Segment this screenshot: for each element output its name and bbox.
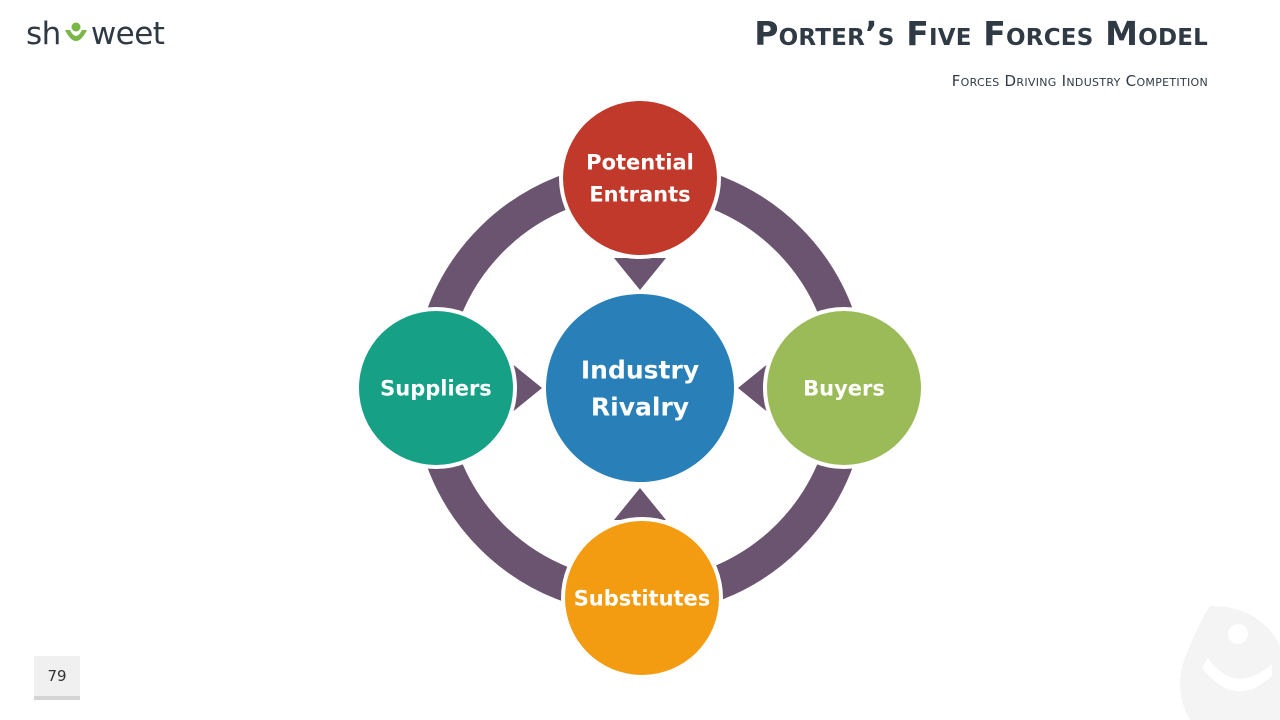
node-potential-entrants-label-line: Potential bbox=[586, 151, 694, 175]
logo-text-prefix: sh bbox=[26, 16, 61, 52]
logo-text-suffix: weet bbox=[90, 16, 165, 52]
arrow-top-to-center-icon bbox=[614, 248, 666, 290]
node-suppliers-label-line: Suppliers bbox=[380, 377, 492, 401]
node-buyers-circle bbox=[767, 311, 921, 465]
showeet-logo[interactable]: sh weet bbox=[26, 14, 165, 54]
center-node-industry-rivalry-circle bbox=[546, 294, 734, 482]
center-node-industry-rivalry-label-line: Industry bbox=[581, 356, 699, 385]
center-node-industry-rivalry-label-line: Rivalry bbox=[591, 393, 689, 422]
node-suppliers-circle bbox=[359, 311, 513, 465]
page-subtitle: Forces Driving Industry Competition bbox=[951, 72, 1208, 90]
node-potential-entrants-circle bbox=[563, 101, 717, 255]
showeet-watermark-icon bbox=[1180, 606, 1280, 720]
page-title: Porter’s Five Forces Model bbox=[754, 14, 1208, 53]
node-substitutes-label-line: Substitutes bbox=[574, 587, 711, 611]
showeet-logo-mark-icon bbox=[64, 22, 87, 41]
node-buyers-label-line: Buyers bbox=[803, 377, 885, 401]
node-substitutes-circle bbox=[565, 521, 719, 675]
node-suppliers[interactable]: Suppliers bbox=[355, 307, 517, 469]
page-number: 79 bbox=[34, 656, 80, 700]
node-buyers[interactable]: Buyers bbox=[763, 307, 925, 469]
node-substitutes[interactable]: Substitutes bbox=[561, 517, 723, 679]
node-potential-entrants-label-line: Entrants bbox=[589, 183, 690, 207]
